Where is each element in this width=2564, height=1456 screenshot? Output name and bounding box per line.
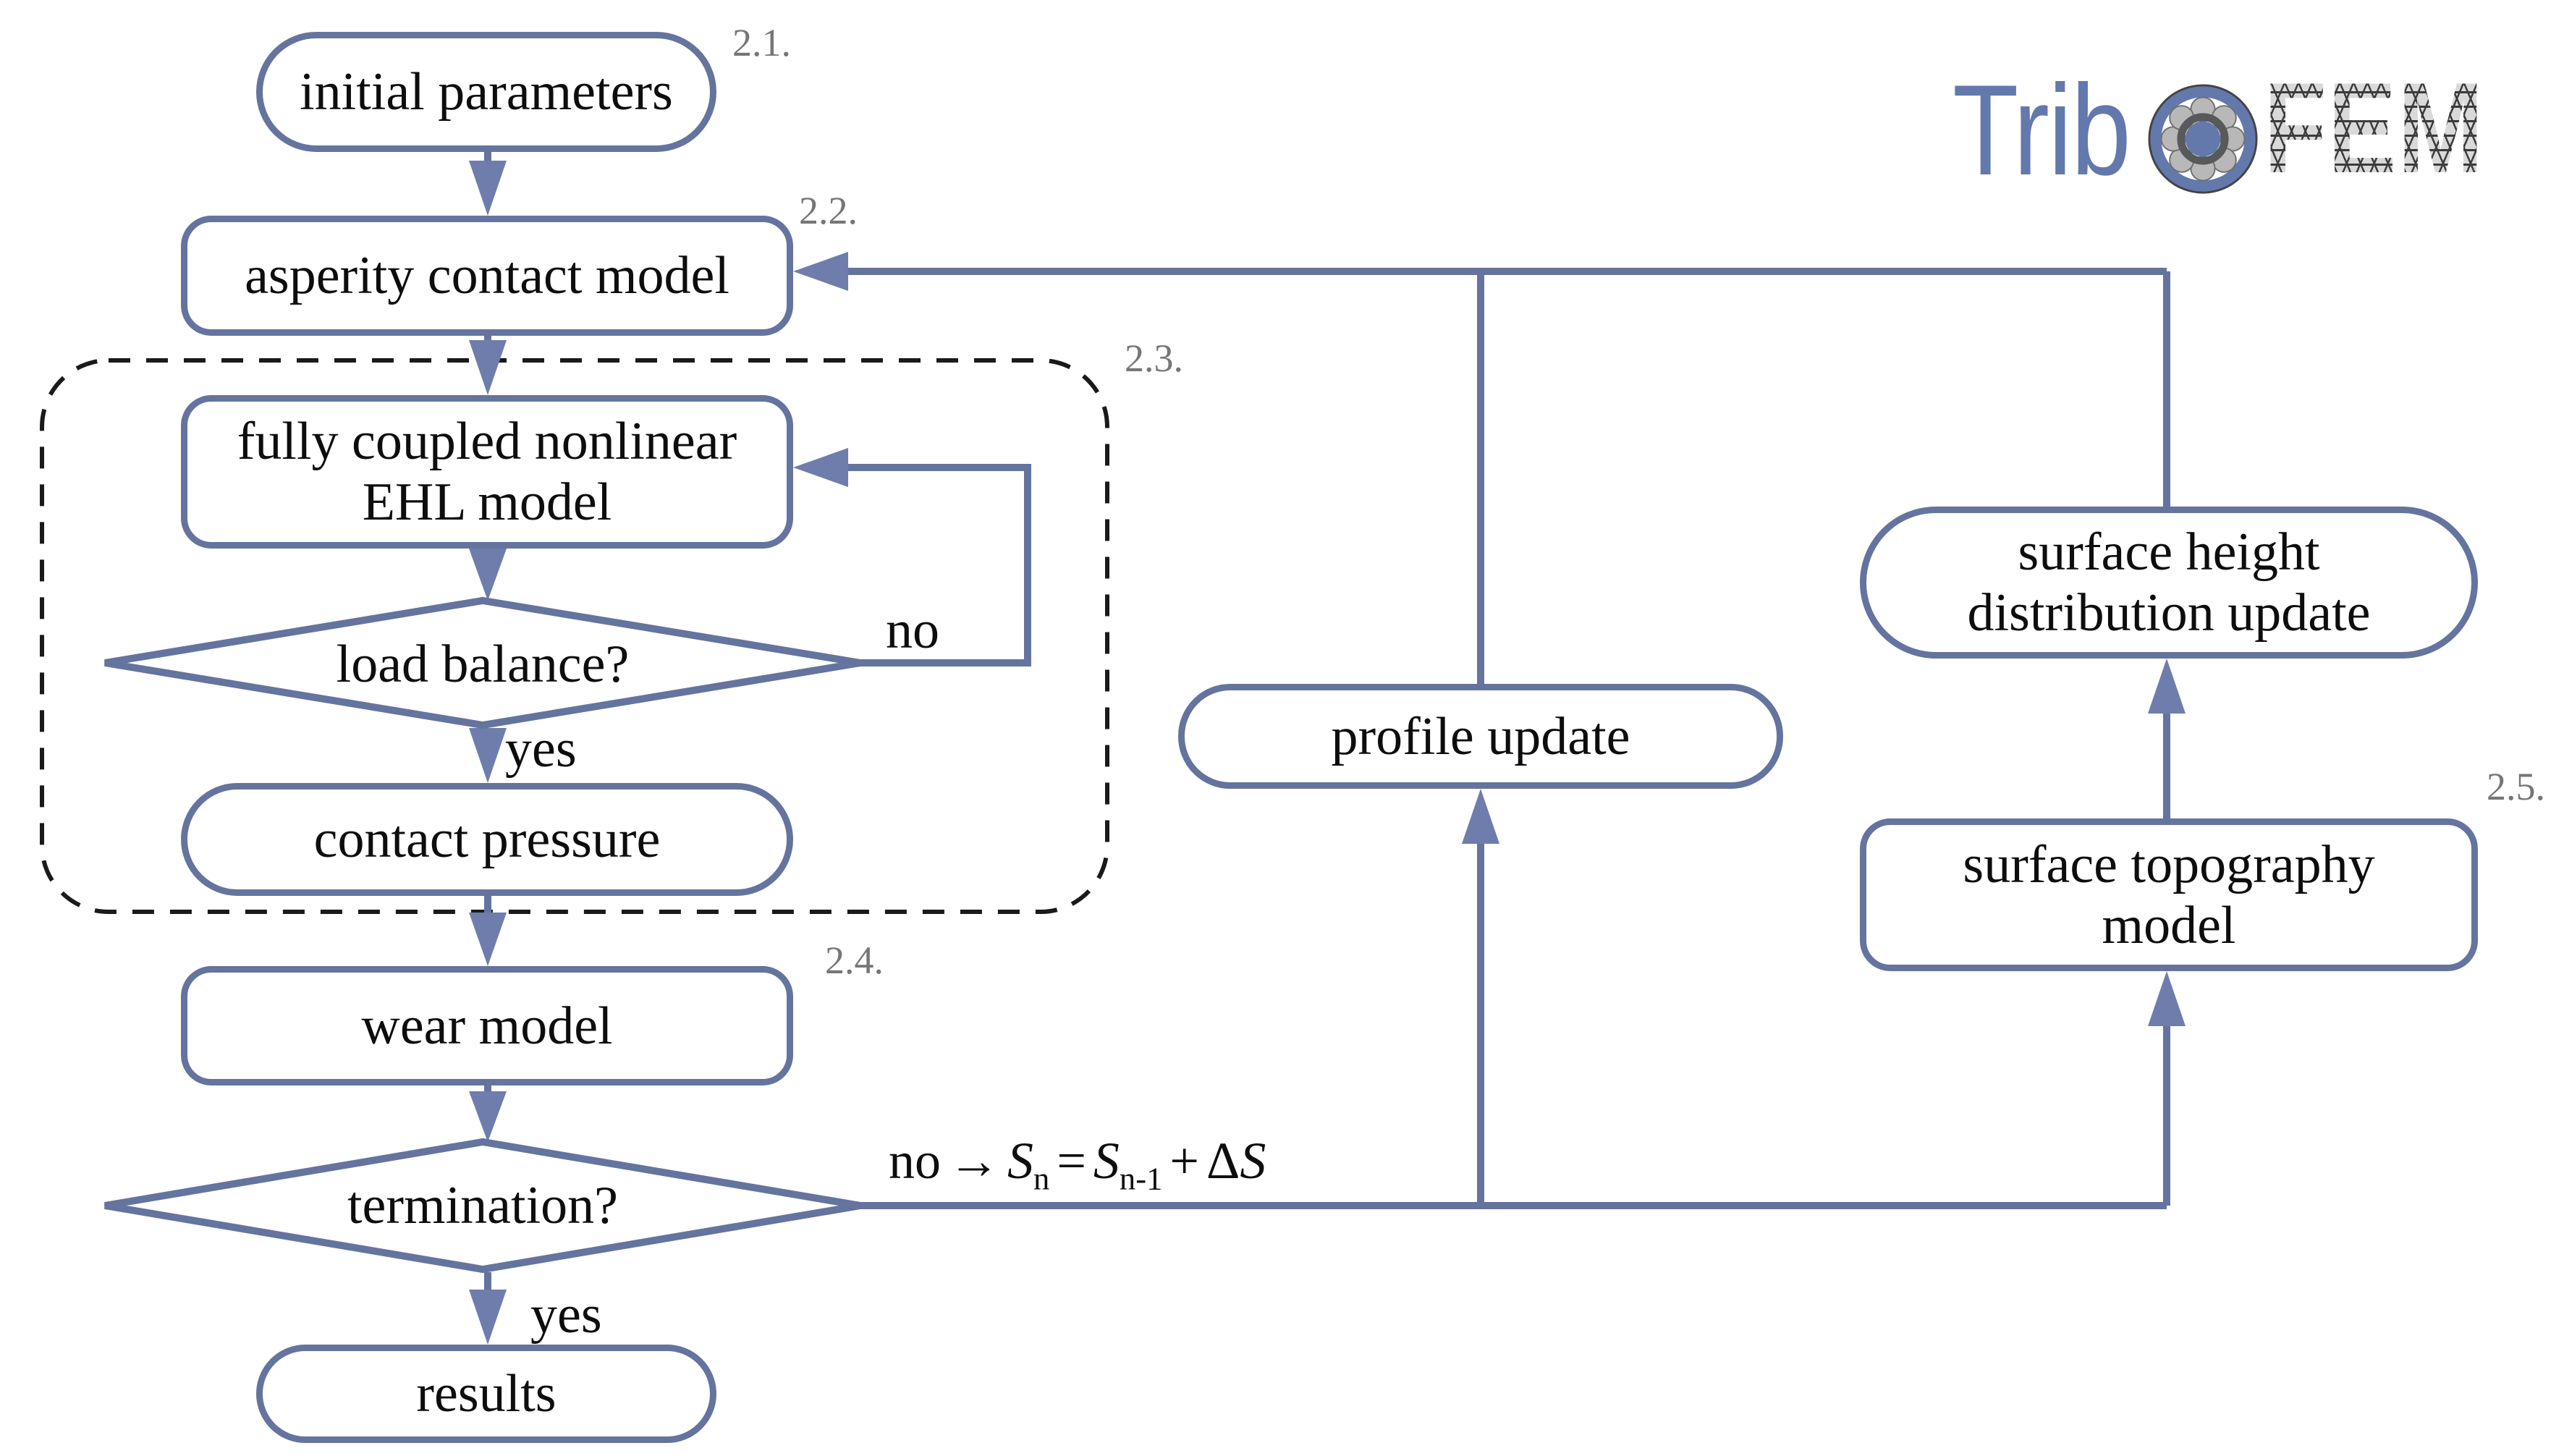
node-initial-parameters: initial parameters — [256, 32, 716, 152]
ehl-section-dashed-box — [40, 358, 1109, 914]
section-label-2-2: 2.2. — [799, 189, 858, 232]
node-asperity-contact-model-label: asperity contact model — [245, 246, 729, 305]
equation-no: no — [889, 1132, 941, 1190]
equation-s1: S — [1007, 1132, 1033, 1190]
arrowhead-into-profileupdate — [1462, 789, 1499, 844]
node-surface-height-distribution-update: surface height distribution update — [1860, 507, 2478, 659]
section-label-2-4: 2.4. — [825, 939, 884, 982]
section-label-2-5: 2.5. — [2487, 765, 2545, 808]
arrowheads — [469, 161, 2186, 1345]
node-ehl-model: fully coupled nonlinear EHL model — [181, 395, 793, 549]
node-wear-model-label: wear model — [361, 996, 613, 1056]
equation-s3: S — [1240, 1132, 1266, 1190]
bearing-center — [2185, 121, 2221, 157]
edge-label-termination-no-equation: no→Sn=Sn-1+ΔS — [889, 1132, 1266, 1195]
node-stm-line2: model — [2102, 895, 2236, 955]
load-balance-diamond — [104, 596, 861, 729]
bearing-inner-ring — [2177, 113, 2229, 165]
arrowhead-into-loadbalance — [469, 549, 507, 601]
arrowhead-into-results — [469, 1290, 507, 1345]
node-shdu-line1: surface height — [2018, 522, 2320, 582]
node-ehl-model-line1: fully coupled nonlinear — [237, 412, 737, 471]
equation-plus: + — [1169, 1132, 1200, 1190]
node-contact-pressure-label: contact pressure — [313, 810, 661, 869]
node-surface-topography-model: surface topography model — [1860, 818, 2478, 971]
equation-delta: Δ — [1206, 1132, 1240, 1190]
edge-label-no: no — [886, 601, 939, 660]
section-label-2-1: 2.1. — [732, 21, 791, 64]
equation-s2: S — [1093, 1132, 1120, 1190]
node-results: results — [256, 1345, 716, 1443]
termination-diamond — [104, 1138, 861, 1274]
node-stm-line1: surface topography — [1963, 834, 2375, 894]
node-load-balance-label: load balance? — [336, 634, 630, 694]
node-asperity-contact-model: asperity contact model — [181, 216, 793, 336]
node-shdu-line2: distribution update — [1967, 583, 2371, 643]
node-initial-parameters-label: initial parameters — [300, 62, 673, 122]
equation-equals: = — [1057, 1132, 1086, 1190]
node-results-label: results — [416, 1364, 557, 1423]
arrowhead-into-wear — [469, 913, 507, 966]
arrowhead-into-termination — [469, 1091, 507, 1142]
arrowhead-into-asperity-right — [793, 252, 848, 291]
ball-bearing-icon — [2148, 84, 2258, 194]
edge-label-yes-load: yes — [505, 719, 577, 779]
section-label-2-3: 2.3. — [1125, 337, 1183, 380]
flow-lines — [484, 152, 2170, 1291]
arrowhead-into-surfacetopography — [2148, 971, 2186, 1026]
equation-arrow: → — [948, 1132, 1000, 1190]
node-profile-update: profile update — [1178, 684, 1783, 789]
node-ehl-model-line2: EHL model — [362, 473, 612, 532]
node-termination-label: termination? — [347, 1175, 618, 1235]
node-contact-pressure: contact pressure — [181, 783, 793, 896]
arrowhead-into-shdu — [2148, 659, 2186, 714]
edge-loadbalance-no-loop — [845, 464, 1031, 666]
arrowhead-into-asperity-top — [469, 161, 507, 216]
equation-sub-n1: n-1 — [1119, 1160, 1163, 1197]
arrowhead-into-ehl-top — [469, 340, 507, 395]
node-profile-update-label: profile update — [1331, 706, 1630, 766]
arrowhead-into-ehl-right — [793, 448, 848, 487]
equation-sub-n: n — [1033, 1160, 1050, 1197]
node-wear-model: wear model — [181, 966, 793, 1085]
logo-text-trib: Trib — [1952, 58, 2131, 202]
arrowhead-into-contactpressure — [469, 728, 507, 783]
edge-label-yes-termination: yes — [530, 1285, 602, 1345]
logo-text-fem: FEM — [2264, 56, 2485, 200]
